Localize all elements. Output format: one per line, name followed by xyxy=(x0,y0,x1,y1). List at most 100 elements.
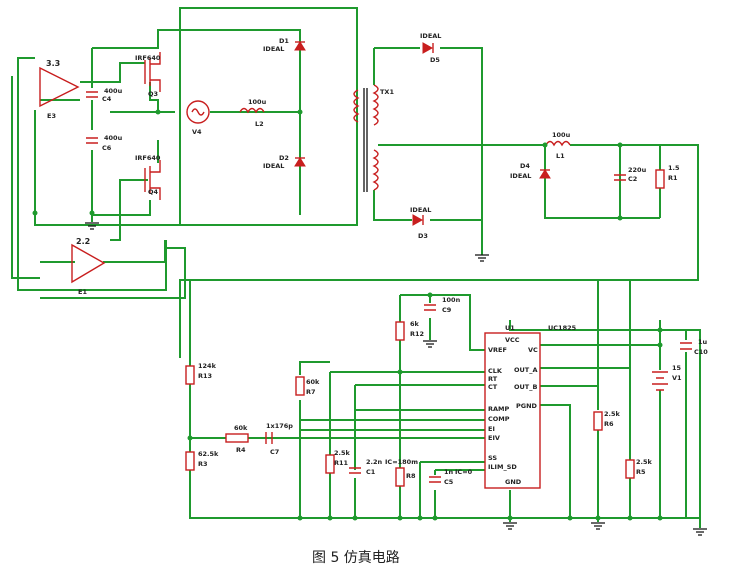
d3-type-label: IDEAL xyxy=(410,206,431,214)
capacitor-c6: 400u C6 xyxy=(86,134,123,152)
pin-ilim: ILIM_SD xyxy=(488,463,517,471)
r12-name-label: R12 xyxy=(410,330,424,338)
c7-value-label: 1x176p xyxy=(266,422,293,430)
pin-out-b: OUT_B xyxy=(514,383,537,391)
c5-value-label: 1n xyxy=(444,468,454,476)
resistor-r11: 2.5k R11 xyxy=(325,449,351,474)
pin-einv: EIV xyxy=(488,434,500,442)
diode-d4: D4 IDEAL xyxy=(510,162,551,180)
l2-name-label: L2 xyxy=(255,120,264,128)
pin-clk: CLK xyxy=(488,367,503,375)
pin-pgnd: PGND xyxy=(516,402,538,410)
c9-value-label: 100n xyxy=(442,296,461,304)
ground-output xyxy=(475,254,489,262)
resistor-r6: 2.5k R6 xyxy=(593,410,621,431)
r7-name-label: R7 xyxy=(306,388,316,396)
tx1-name-label: TX1 xyxy=(380,88,394,96)
ground-left xyxy=(85,215,99,230)
d2-name-label: D2 xyxy=(279,154,289,162)
pin-ei: EI xyxy=(488,425,495,433)
resistor-r3: 62.5k R3 xyxy=(185,450,219,471)
voltage-source-v4: V4 xyxy=(186,100,210,136)
battery-v1: 15 V1 xyxy=(652,364,682,391)
diode-d1: D1 IDEAL xyxy=(263,37,306,53)
e3-gain-label: 3.3 xyxy=(46,59,60,68)
r12-value-label: 6k xyxy=(410,320,420,328)
pin-vcc: VCC xyxy=(505,336,520,344)
q4-name-label: Q4 xyxy=(148,188,159,196)
ic-value-label: IC=180m xyxy=(385,458,418,466)
figure-caption: 图 5 仿真电路 xyxy=(312,550,400,566)
c6-value-label: 400u xyxy=(104,134,123,142)
mosfet-q4: IRF640 Q4 xyxy=(135,154,161,200)
r6-name-label: R6 xyxy=(604,420,614,428)
pin-vc: VC xyxy=(528,346,538,354)
wires-output-section xyxy=(179,47,699,358)
resistor-r8: IC=180m R8 xyxy=(385,458,418,487)
r11-name-label: R11 xyxy=(334,459,349,467)
q3-name-label: Q3 xyxy=(148,90,158,98)
e1-gain-label: 2.2 xyxy=(76,237,90,246)
e1-name-label: E1 xyxy=(78,288,87,296)
c6-name-label: C6 xyxy=(102,144,112,152)
transformer-tx1: TX1 xyxy=(353,84,394,192)
r11-value-label: 2.5k xyxy=(334,449,351,457)
resistor-r5: 2.5k R5 xyxy=(625,458,653,479)
c10-value-label: 1u xyxy=(698,338,708,346)
d2-type-label: IDEAL xyxy=(263,162,284,170)
r3-name-label: R3 xyxy=(198,460,208,468)
c2-value-label: 220u xyxy=(628,166,647,174)
c5-ic-label: IC=0 xyxy=(455,468,473,476)
capacitor-c1: 2.2n C1 xyxy=(349,458,383,476)
c5-name-label: C5 xyxy=(444,478,454,486)
amplifier-e3: 3.3 E3 xyxy=(39,59,80,120)
ground-bottom-right xyxy=(693,518,707,536)
v1-value-label: 15 xyxy=(672,364,682,372)
r1-name-label: R1 xyxy=(668,174,678,182)
diode-d2: D2 IDEAL xyxy=(263,154,306,170)
r5-value-label: 2.5k xyxy=(636,458,653,466)
r4-value-label: 60k xyxy=(234,424,248,432)
r8-name-label: R8 xyxy=(406,472,416,480)
ic-u1: U1 UC1825 VCC VREF VC CLK RT CT OUT_A OU… xyxy=(484,324,577,489)
v4-name-label: V4 xyxy=(192,128,202,136)
d4-type-label: IDEAL xyxy=(510,172,531,180)
diode-d5: IDEAL D5 xyxy=(420,32,441,64)
c9-name-label: C9 xyxy=(442,306,452,314)
pin-out-a: OUT_A xyxy=(514,366,538,374)
pin-ramp: RAMP xyxy=(488,405,510,413)
diode-d3: IDEAL D3 xyxy=(410,206,431,240)
r1-value-label: 1.5 xyxy=(668,164,680,172)
l2-value-label: 100u xyxy=(248,98,267,106)
inductor-l2: 100u L2 xyxy=(239,98,267,128)
resistor-r7: 60k R7 xyxy=(295,376,320,396)
pin-gnd: GND xyxy=(505,478,522,486)
r6-value-label: 2.5k xyxy=(604,410,621,418)
d4-name-label: D4 xyxy=(520,162,530,170)
capacitor-c5: 1n IC=0 C5 xyxy=(429,468,473,486)
e3-name-label: E3 xyxy=(47,112,56,120)
c7-name-label: C7 xyxy=(270,448,279,456)
r13-value-label: 124k xyxy=(198,362,217,370)
capacitor-c9: 100n C9 xyxy=(423,296,461,348)
amplifier-e1: 2.2 E1 xyxy=(71,237,106,296)
q4-part-label: IRF640 xyxy=(135,154,161,162)
c1-name-label: C1 xyxy=(366,468,376,476)
pin-comp: COMP xyxy=(488,415,510,423)
capacitor-c2: 220u C2 xyxy=(614,166,647,183)
d5-name-label: D5 xyxy=(430,56,440,64)
pin-ss: SS xyxy=(488,454,497,462)
c4-name-label: C4 xyxy=(102,95,112,103)
r4-name-label: R4 xyxy=(236,446,246,454)
r3-value-label: 62.5k xyxy=(198,450,219,458)
pin-vref: VREF xyxy=(488,346,507,354)
v1-name-label: V1 xyxy=(672,374,682,382)
q3-part-label: IRF640 xyxy=(135,54,161,62)
d3-name-label: D3 xyxy=(418,232,428,240)
l1-name-label: L1 xyxy=(556,152,565,160)
d1-type-label: IDEAL xyxy=(263,45,284,53)
c10-name-label: C10 xyxy=(694,348,708,356)
capacitor-c7: 1x176p C7 xyxy=(265,422,293,456)
